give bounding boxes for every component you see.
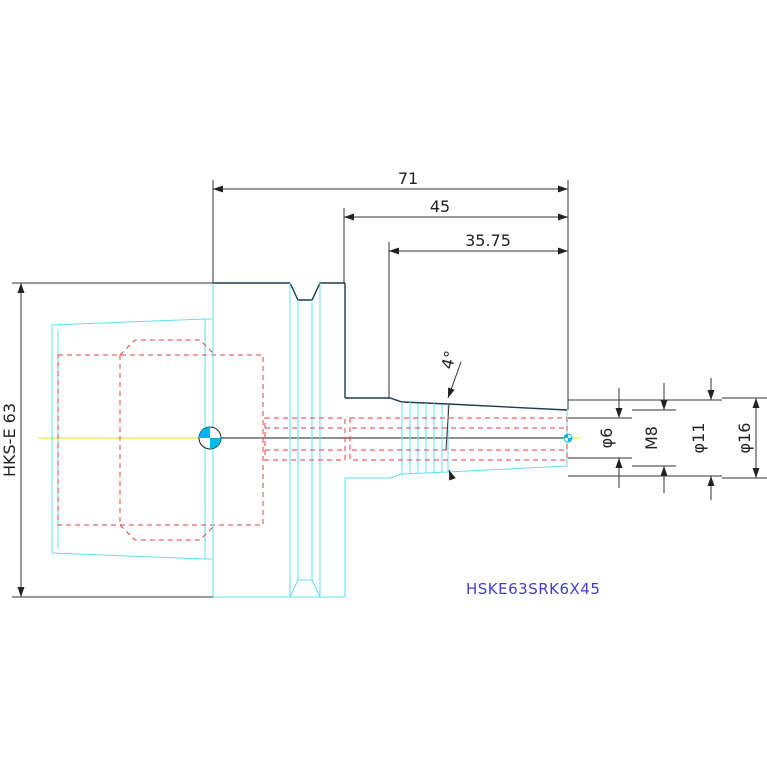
dim-text-m8: M8 (642, 426, 661, 450)
dimension-35-75: 35.75 (388, 231, 568, 398)
flange (212, 282, 346, 598)
part-number-label: HSKE63SRK6X45 (466, 580, 600, 598)
dimension-dia-6: φ6 (568, 388, 632, 488)
dimension-hks-e63: HKS-E 63 (0, 282, 213, 598)
datum-marker-right (563, 433, 573, 443)
dimension-m8: M8 (632, 383, 676, 493)
dim-text-dia-11: φ11 (689, 423, 708, 454)
dim-text-4-deg: 4° (437, 349, 460, 371)
nose-hidden-bore (264, 417, 568, 461)
datum-marker-left (198, 426, 222, 450)
dim-text-71: 71 (398, 169, 418, 188)
dimension-45: 45 (343, 197, 568, 283)
dimension-dia-16: φ16 (722, 397, 767, 479)
dim-text-35-75: 35.75 (465, 231, 511, 250)
dim-text-hks-e63: HKS-E 63 (0, 403, 19, 477)
dim-text-dia-16: φ16 (735, 423, 754, 454)
hsk-hidden-bore (57, 339, 264, 541)
dimension-71: 71 (212, 169, 569, 410)
dimension-taper-angle: 4° (437, 349, 462, 481)
dim-text-dia-6: φ6 (597, 428, 616, 449)
dimension-dia-11: φ11 (568, 378, 722, 500)
dim-text-45: 45 (430, 197, 450, 216)
